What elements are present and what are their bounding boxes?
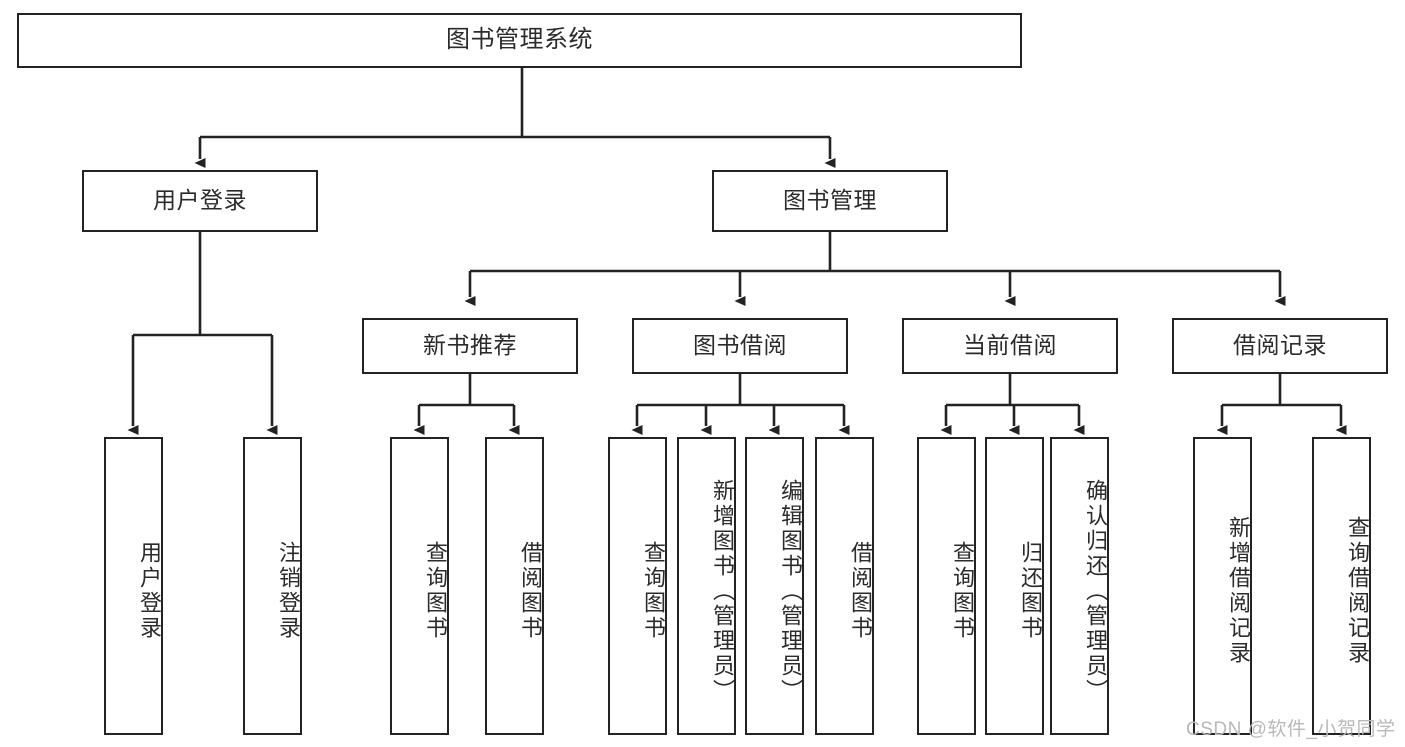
leaf-book-borrow-edit-admin[interactable]: 编辑图书（管理员） xyxy=(745,437,804,735)
leaf-user-login-login[interactable]: 用户登录 xyxy=(104,437,163,735)
node-label: 查询图书 xyxy=(950,541,975,641)
node-label: 图书借阅 xyxy=(693,332,787,359)
leaf-book-borrow-add-admin[interactable]: 新增图书（管理员） xyxy=(677,437,736,735)
node-label: 新增借阅记录 xyxy=(1226,516,1251,666)
leaf-current-borrow-confirm-return-admin[interactable]: 确认归还（管理员） xyxy=(1050,437,1109,735)
node-current-borrowing[interactable]: 当前借阅 xyxy=(902,318,1118,374)
leaf-borrow-record-add[interactable]: 新增借阅记录 xyxy=(1193,437,1252,735)
node-label: 新增图书（管理员） xyxy=(710,478,735,704)
node-label: 用户登录 xyxy=(137,541,162,641)
node-root-book-management-system[interactable]: 图书管理系统 xyxy=(17,13,1022,68)
leaf-book-borrow-query[interactable]: 查询图书 xyxy=(608,437,667,735)
node-label: 查询借阅记录 xyxy=(1345,516,1370,666)
node-book-borrowing[interactable]: 图书借阅 xyxy=(632,318,848,374)
node-label: 查询图书 xyxy=(641,541,666,641)
node-label: 借阅记录 xyxy=(1233,332,1327,359)
leaf-new-book-borrow[interactable]: 借阅图书 xyxy=(485,437,544,735)
node-user-login[interactable]: 用户登录 xyxy=(82,170,318,232)
leaf-user-login-logout[interactable]: 注销登录 xyxy=(243,437,302,735)
node-label: 归还图书 xyxy=(1018,541,1043,641)
node-label: 当前借阅 xyxy=(963,332,1057,359)
node-new-book-recommendation[interactable]: 新书推荐 xyxy=(362,318,578,374)
node-label: 编辑图书（管理员） xyxy=(778,478,803,704)
node-label: 图书管理 xyxy=(783,187,877,214)
leaf-current-borrow-query[interactable]: 查询图书 xyxy=(917,437,976,735)
node-label: 图书管理系统 xyxy=(446,26,593,54)
node-label: 借阅图书 xyxy=(518,541,543,641)
node-label: 确认归还（管理员） xyxy=(1083,478,1108,704)
node-borrow-records[interactable]: 借阅记录 xyxy=(1172,318,1388,374)
node-label: 注销登录 xyxy=(276,541,301,641)
leaf-new-book-query[interactable]: 查询图书 xyxy=(390,437,449,735)
node-label: 借阅图书 xyxy=(848,541,873,641)
node-label: 查询图书 xyxy=(423,541,448,641)
node-label: 用户登录 xyxy=(153,187,247,214)
leaf-borrow-record-query[interactable]: 查询借阅记录 xyxy=(1312,437,1371,735)
leaf-book-borrow-borrow[interactable]: 借阅图书 xyxy=(815,437,874,735)
node-label: 新书推荐 xyxy=(423,332,517,359)
node-book-management[interactable]: 图书管理 xyxy=(712,170,948,232)
leaf-current-borrow-return[interactable]: 归还图书 xyxy=(985,437,1044,735)
